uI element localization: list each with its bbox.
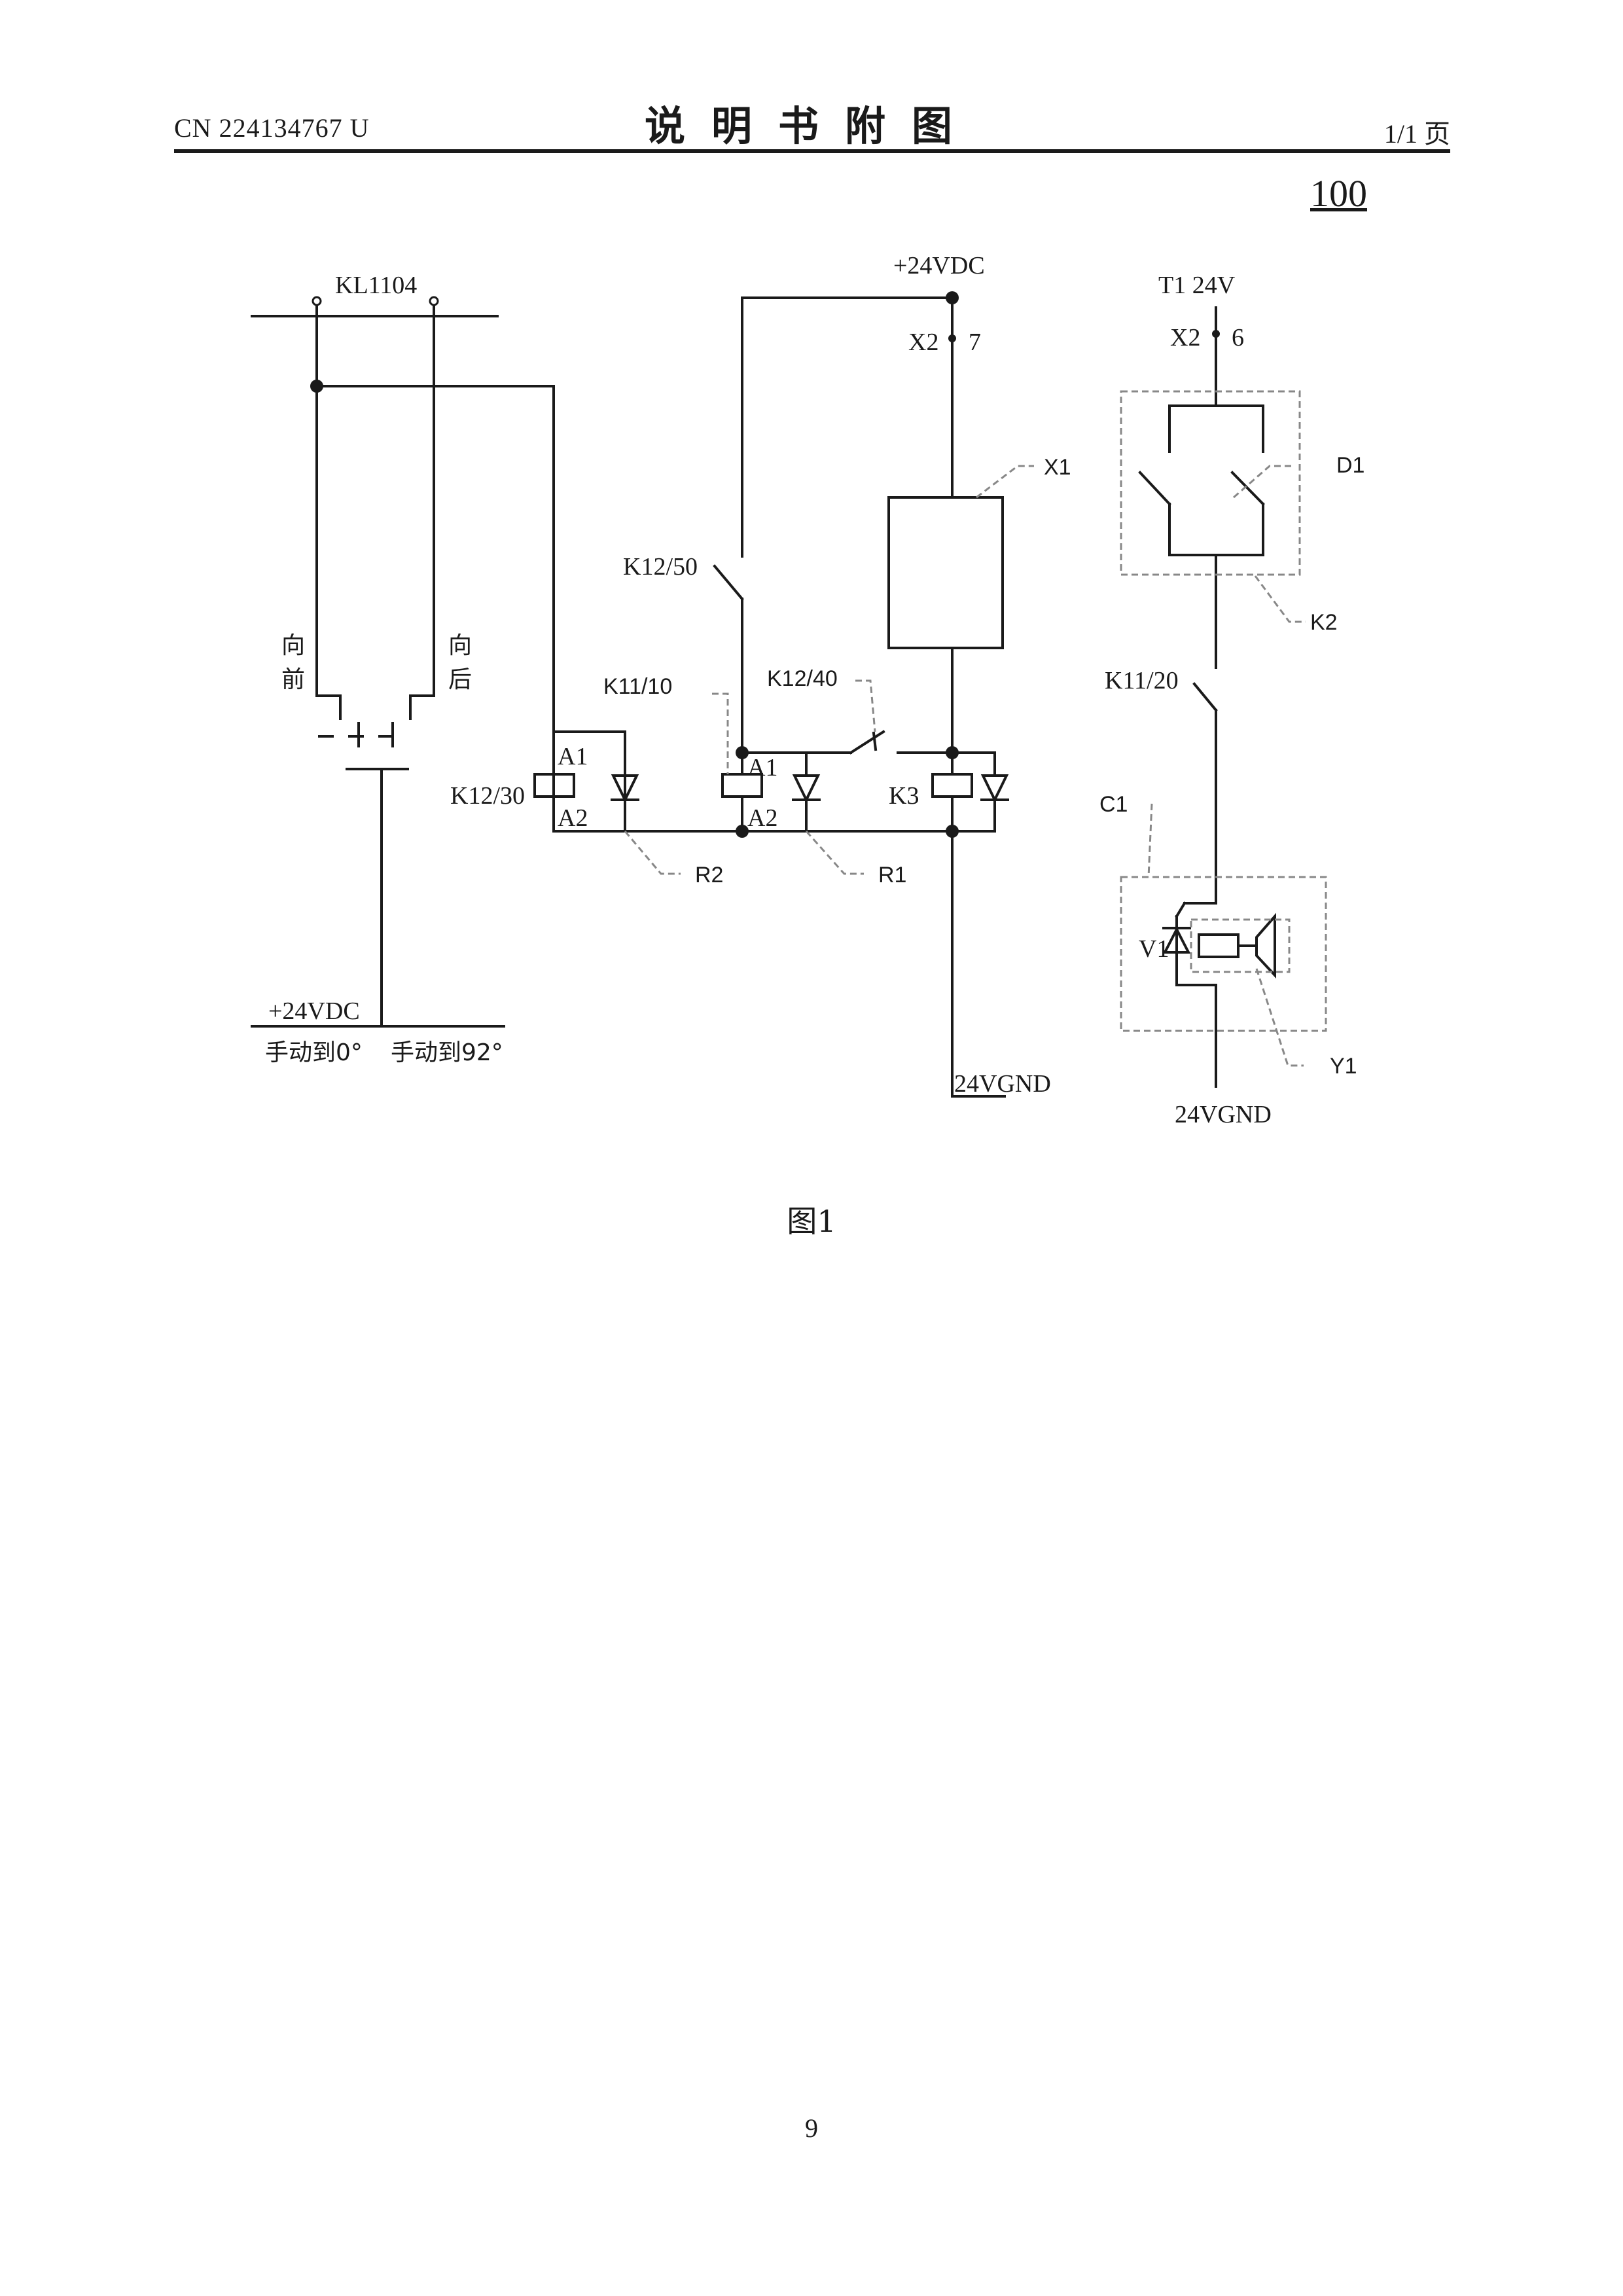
label-k12-30: K12/30 [450, 782, 525, 810]
label-k12-40: K12/40 [767, 666, 838, 691]
label-x1: X1 [1044, 455, 1071, 480]
page-number: 9 [0, 2113, 1623, 2144]
junction-dot [946, 746, 959, 759]
t1-circuit [1140, 308, 1275, 1086]
label-r2: R2 [695, 863, 723, 888]
label-a2-left: A2 [558, 804, 588, 832]
label-manual-0: 手动到0° [265, 1039, 363, 1066]
terminal-dot [948, 334, 956, 342]
junction-dot [736, 746, 749, 759]
label-d1: D1 [1336, 453, 1364, 478]
label-c1: C1 [1099, 792, 1128, 817]
label-r1: R1 [878, 863, 906, 888]
label-x2-7-a: X2 [908, 329, 938, 356]
label-24vgnd-mid: 24VGND [954, 1070, 1051, 1098]
label-x2-7-b: 7 [969, 329, 981, 356]
label-x2-6-b: 6 [1232, 324, 1244, 351]
label-k12-50: K12/50 [623, 553, 698, 581]
label-k3: K3 [889, 782, 919, 810]
label-kl1104: KL1104 [335, 272, 417, 299]
label-24vdc-left: +24VDC [268, 997, 360, 1025]
terminal-dot [1212, 330, 1220, 338]
label-k2: K2 [1310, 610, 1338, 635]
label-forward-2: 前 [281, 666, 305, 693]
terminal-circle [430, 297, 438, 305]
label-x2-6-a: X2 [1170, 324, 1200, 351]
junction-dot [310, 380, 323, 393]
label-backward-1: 向 [448, 632, 472, 659]
label-manual-92: 手动到92° [391, 1039, 503, 1066]
junction-dot [946, 825, 959, 838]
label-t1-24v: T1 24V [1158, 272, 1236, 299]
label-a2-mid: A2 [747, 804, 777, 832]
label-y1: Y1 [1330, 1054, 1357, 1079]
label-24vgnd-right: 24VGND [1175, 1101, 1272, 1128]
terminal-circle [313, 297, 321, 305]
label-backward-2: 后 [448, 666, 472, 693]
label-a1-left: A1 [558, 743, 588, 770]
label-forward-1: 向 [281, 632, 305, 659]
kl1104-switch-circuit [252, 302, 554, 1026]
junction-dot [946, 291, 959, 304]
label-24vdc-top: +24VDC [893, 252, 985, 279]
label-v1: V1 [1139, 935, 1169, 963]
label-k11-20: K11/20 [1105, 667, 1179, 694]
figure-caption: 图1 [0, 1198, 1623, 1241]
junction-dot [736, 825, 749, 838]
label-a1-mid: A1 [747, 754, 777, 781]
d1-dashed-box [1121, 391, 1300, 575]
label-k11-10: K11/10 [603, 674, 672, 699]
